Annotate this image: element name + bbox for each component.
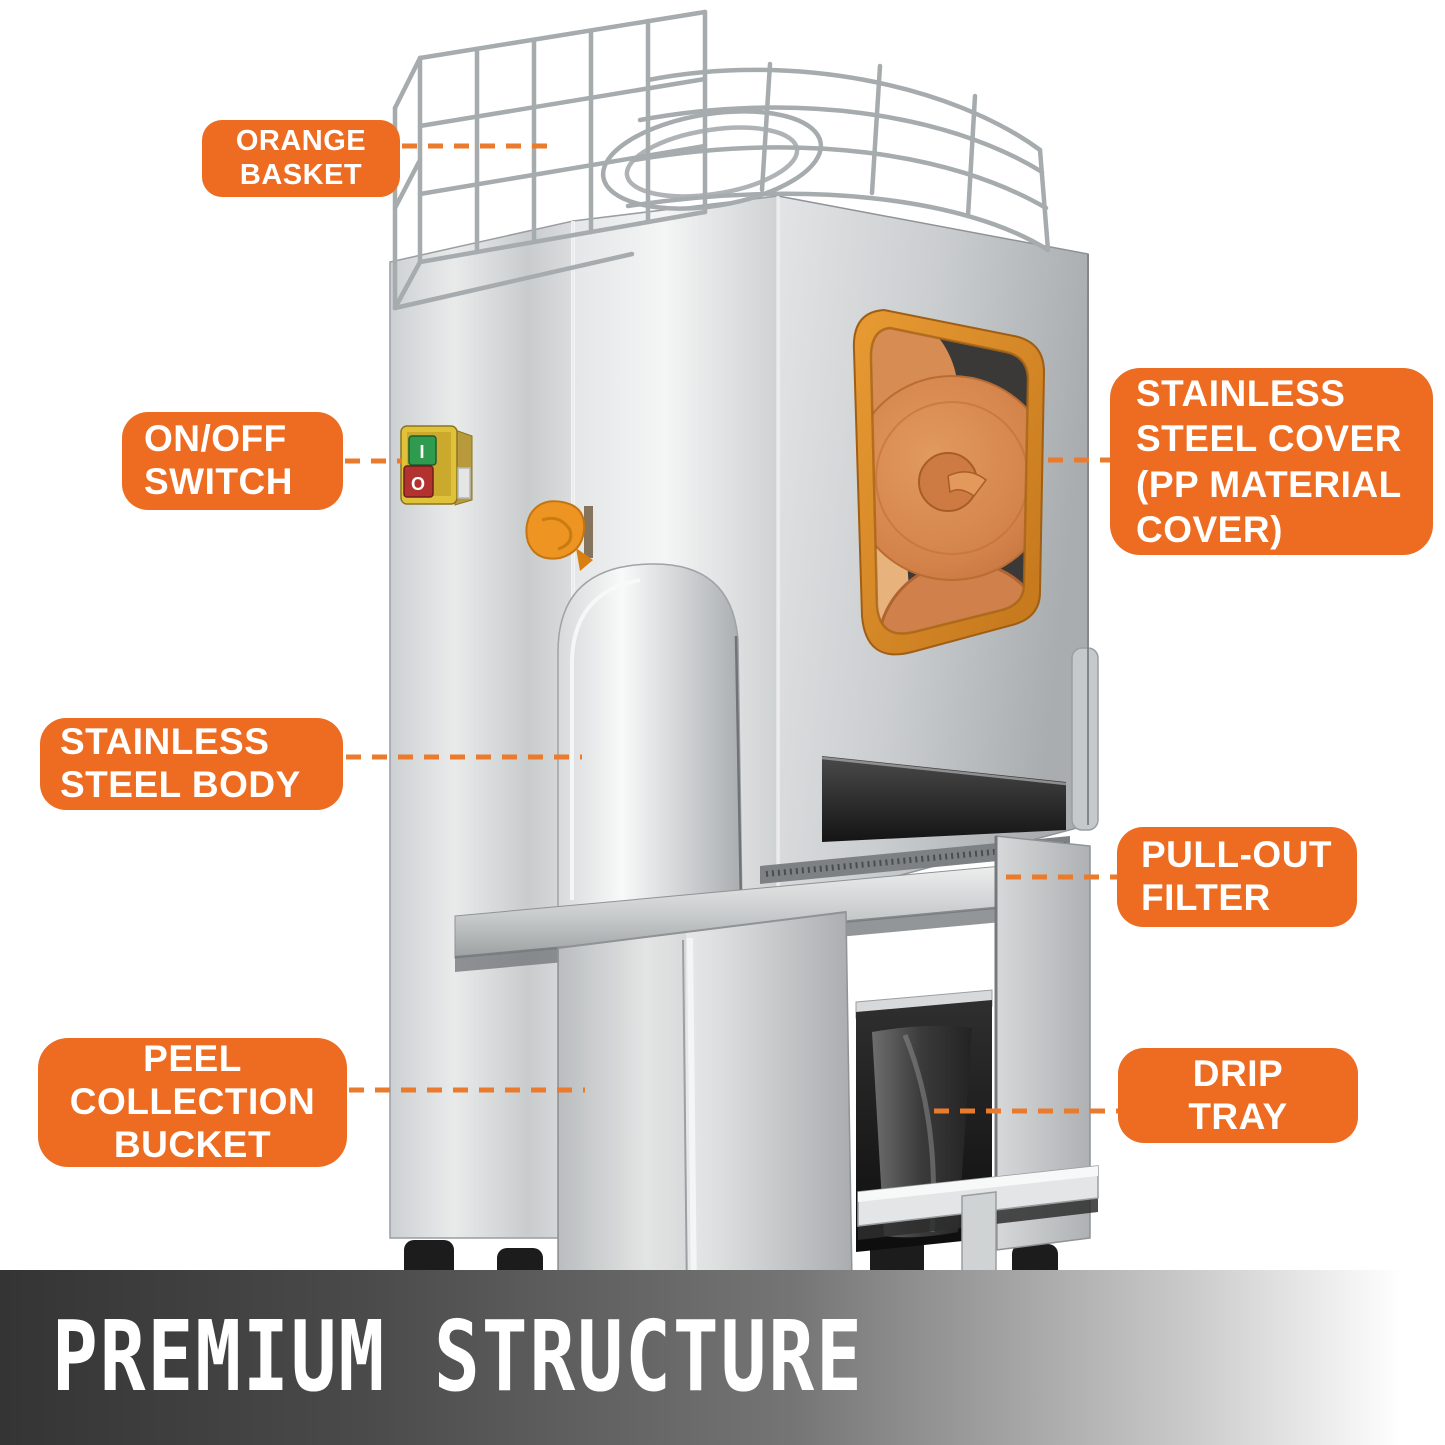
juice-spout	[525, 500, 593, 571]
feed-chute-loop	[600, 109, 824, 211]
label-peel-collection-bucket: PEEL COLLECTION BUCKET	[38, 1038, 347, 1167]
label-drip-tray: DRIP TRAY	[1118, 1048, 1358, 1143]
body-left-face	[389, 220, 574, 1239]
label-orange-basket: ORANGE BASKET	[202, 120, 400, 197]
label-stainless-steel-body: STAINLESS STEEL BODY	[40, 718, 343, 810]
bottom-banner: PREMIUM STRUCTURE	[0, 1270, 1445, 1445]
switch-on-button	[408, 435, 437, 466]
banner-title: PREMIUM STRUCTURE	[52, 1298, 864, 1413]
outlet-cover-hump	[557, 563, 743, 909]
label-on-off-switch: ON/OFF SWITCH	[122, 412, 343, 510]
viewing-window	[852, 308, 1046, 656]
peel-bucket	[557, 911, 853, 1302]
switch-on-glyph: I	[419, 442, 424, 462]
label-pull-out-filter: PULL-OUT FILTER	[1117, 827, 1357, 927]
switch-off-button	[403, 465, 434, 498]
juice-tray	[760, 756, 1070, 884]
on-off-switch-illustration: I O	[400, 425, 473, 506]
label-stainless-steel-cover: STAINLESS STEEL COVER (PP MATERIAL COVER…	[1110, 368, 1433, 555]
side-bracket	[1071, 647, 1099, 831]
switch-off-glyph: O	[411, 474, 425, 494]
drip-tray-rail	[857, 1165, 1099, 1289]
squeezer-discs	[870, 328, 1028, 634]
